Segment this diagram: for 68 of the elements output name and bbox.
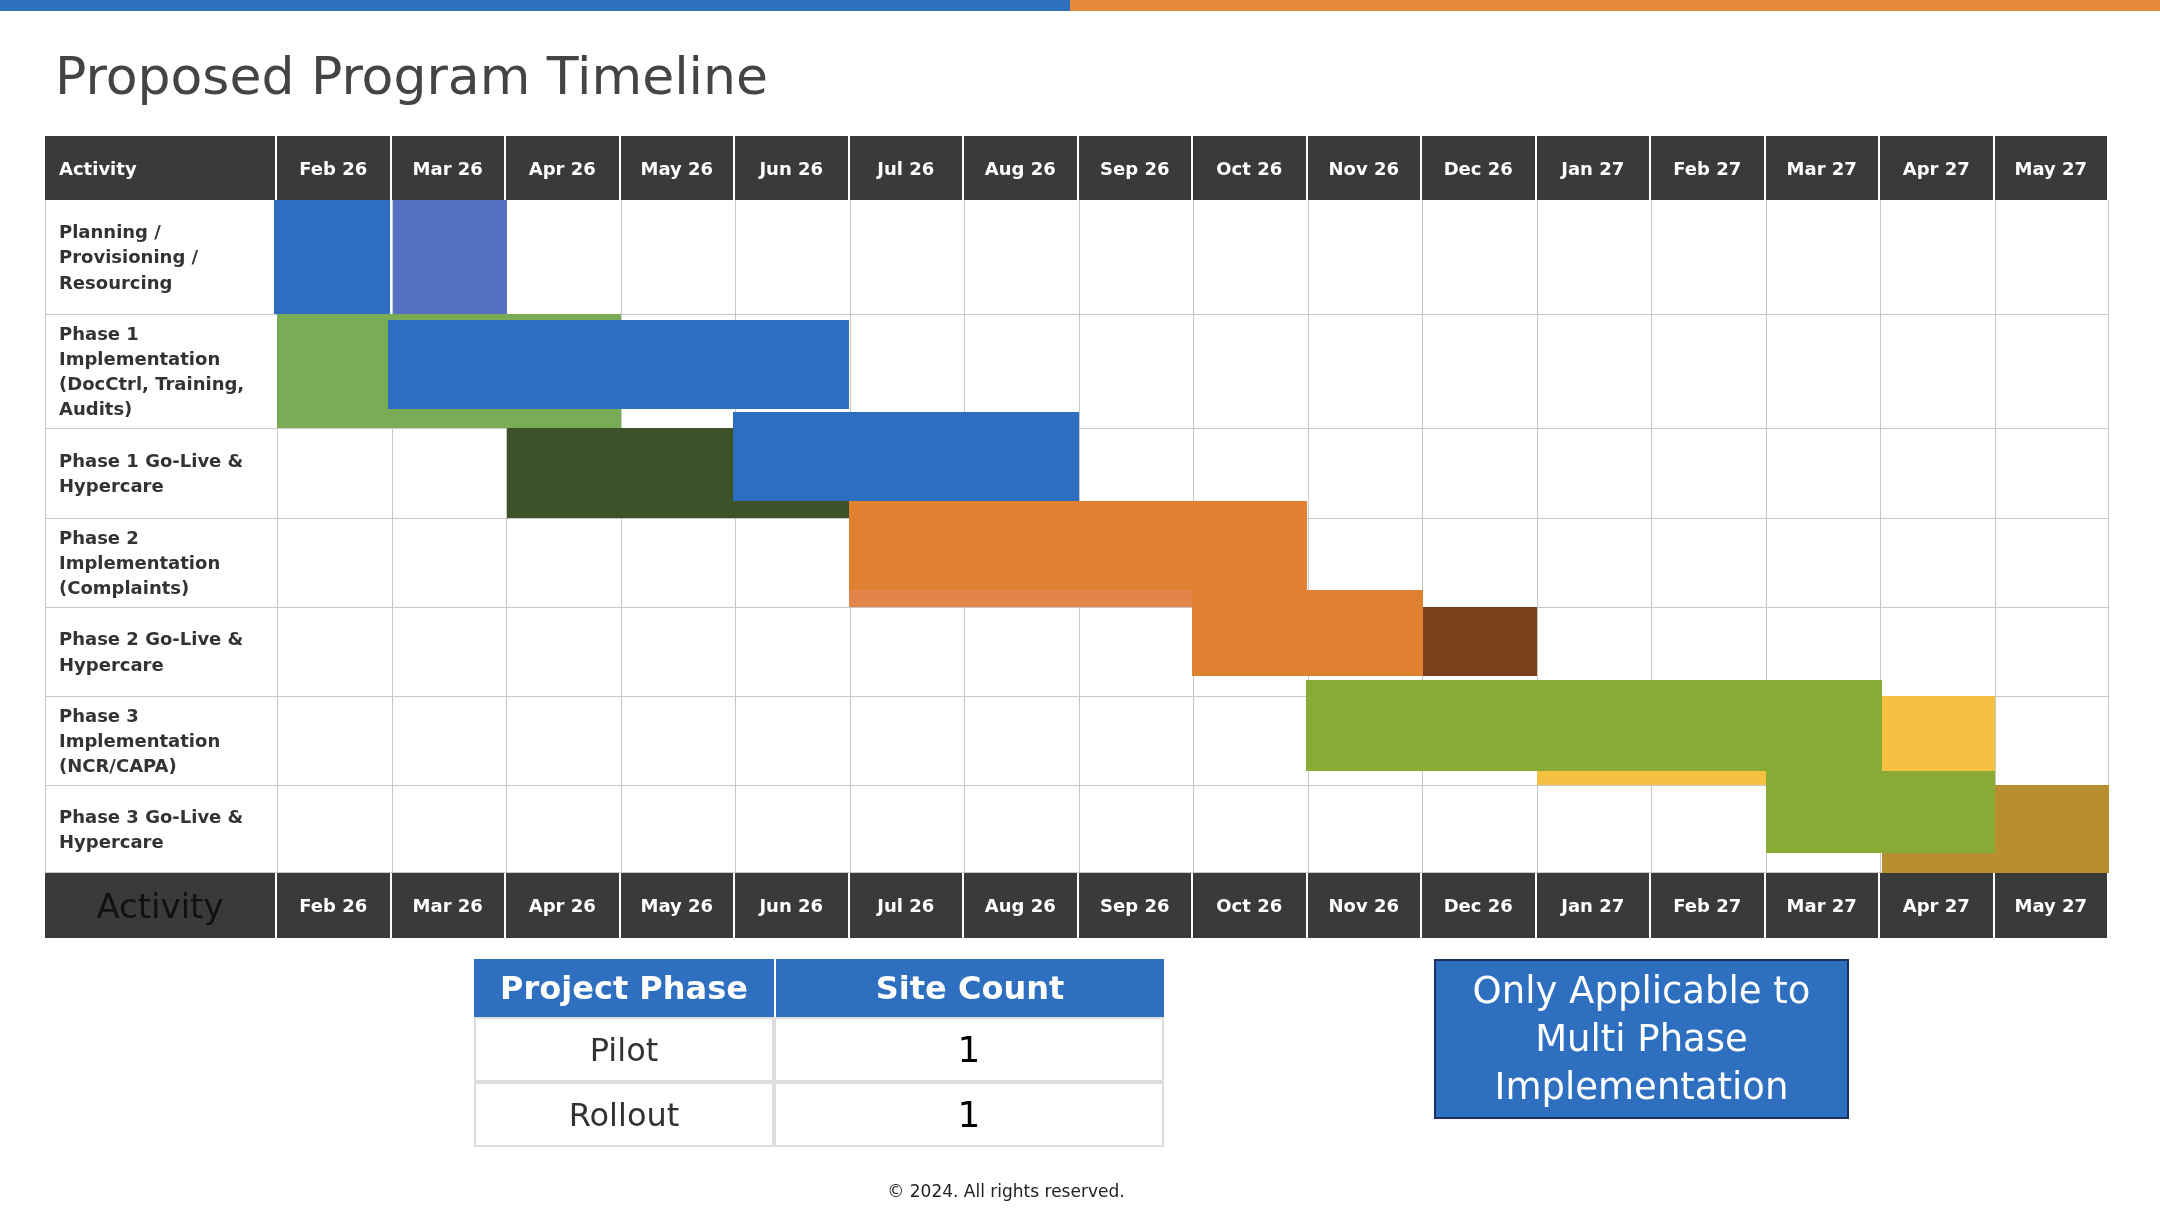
month-header: Jun 26 — [735, 873, 850, 938]
month-header: Feb 26 — [277, 873, 392, 938]
gantt-bar — [1882, 696, 1995, 771]
month-header: Jan 27 — [1536, 873, 1651, 938]
table-header: Site Count — [774, 959, 1164, 1017]
copyright-note: © 2024. All rights reserved. — [886, 1181, 1126, 1201]
table-cell: Pilot — [474, 1017, 774, 1082]
gantt-bar — [277, 314, 388, 428]
gantt-bar — [1423, 607, 1537, 676]
month-header: Apr 27 — [1880, 873, 1995, 938]
month-header: Oct 26 — [1193, 136, 1308, 200]
gantt-bar — [388, 320, 849, 409]
gantt-bar — [388, 314, 621, 320]
gantt-bar — [849, 590, 1192, 607]
month-header: Sep 26 — [1078, 873, 1193, 938]
month-header: Dec 26 — [1422, 873, 1537, 938]
month-header: Sep 26 — [1078, 136, 1193, 200]
gantt-bar — [388, 409, 621, 428]
gantt-bar — [1995, 785, 2109, 873]
table-cell: Rollout — [474, 1082, 774, 1147]
month-header: Apr 26 — [506, 873, 621, 938]
title: Proposed Program Timeline — [55, 46, 768, 106]
month-header: Aug 26 — [964, 873, 1079, 938]
month-header: Feb 27 — [1651, 873, 1766, 938]
header-cell: Activity — [45, 136, 277, 200]
gantt-bar — [274, 197, 390, 314]
activity-label: Phase 2 Go-Live & Hypercare — [58, 627, 245, 677]
gantt-bar — [1306, 680, 1882, 771]
gantt-bar — [849, 501, 1307, 590]
month-header: Feb 26 — [277, 136, 392, 200]
month-header: May 26 — [620, 873, 735, 938]
month-header: Jul 26 — [849, 873, 964, 938]
month-header: Mar 26 — [391, 136, 506, 200]
gantt-bar — [507, 428, 733, 518]
table-cell: 1 — [774, 1017, 1164, 1082]
gantt-bar — [393, 200, 507, 314]
activity-label: Phase 3 Implementation (NCR/CAPA) — [58, 703, 222, 779]
activity-label: Phase 3 Go-Live & Hypercare — [58, 804, 245, 854]
month-header: Nov 26 — [1307, 873, 1422, 938]
gantt-bar — [733, 501, 849, 518]
gantt-bar — [1766, 771, 1995, 853]
activity-label: Planning / Provisioning / Resourcing — [58, 220, 200, 295]
activity-label: Phase 1 Go-Live & Hypercare — [58, 448, 245, 498]
month-header: Jul 26 — [849, 136, 964, 200]
gantt-bar — [733, 412, 1079, 501]
month-header: Oct 26 — [1193, 873, 1308, 938]
month-header: May 27 — [1994, 873, 2109, 938]
month-header: May 26 — [620, 136, 735, 200]
month-header: Feb 27 — [1651, 136, 1766, 200]
activity-label: Phase 1 Implementation (DocCtrl, Training, Audits) — [58, 321, 246, 422]
month-header: Jun 26 — [735, 136, 850, 200]
month-header: May 27 — [1994, 136, 2109, 200]
month-header: Aug 26 — [964, 136, 1079, 200]
activity-label: Phase 2 Implementation (Complaints) — [58, 525, 222, 601]
table-header: Project Phase — [474, 959, 774, 1017]
month-header: Mar 27 — [1765, 873, 1880, 938]
month-header: Apr 27 — [1880, 136, 1995, 200]
gantt-bar — [1882, 853, 1995, 873]
note-box: Only Applicable to Multi Phase Implementation — [1434, 959, 1849, 1119]
gantt-bar — [1192, 590, 1423, 676]
gantt-bar — [1537, 771, 1766, 785]
month-header: Jan 27 — [1536, 136, 1651, 200]
table-cell: 1 — [774, 1082, 1164, 1147]
month-header: Apr 26 — [506, 136, 621, 200]
month-header: Mar 26 — [391, 873, 506, 938]
month-header: Mar 27 — [1765, 136, 1880, 200]
month-header: Nov 26 — [1307, 136, 1422, 200]
month-header: Dec 26 — [1422, 136, 1537, 200]
